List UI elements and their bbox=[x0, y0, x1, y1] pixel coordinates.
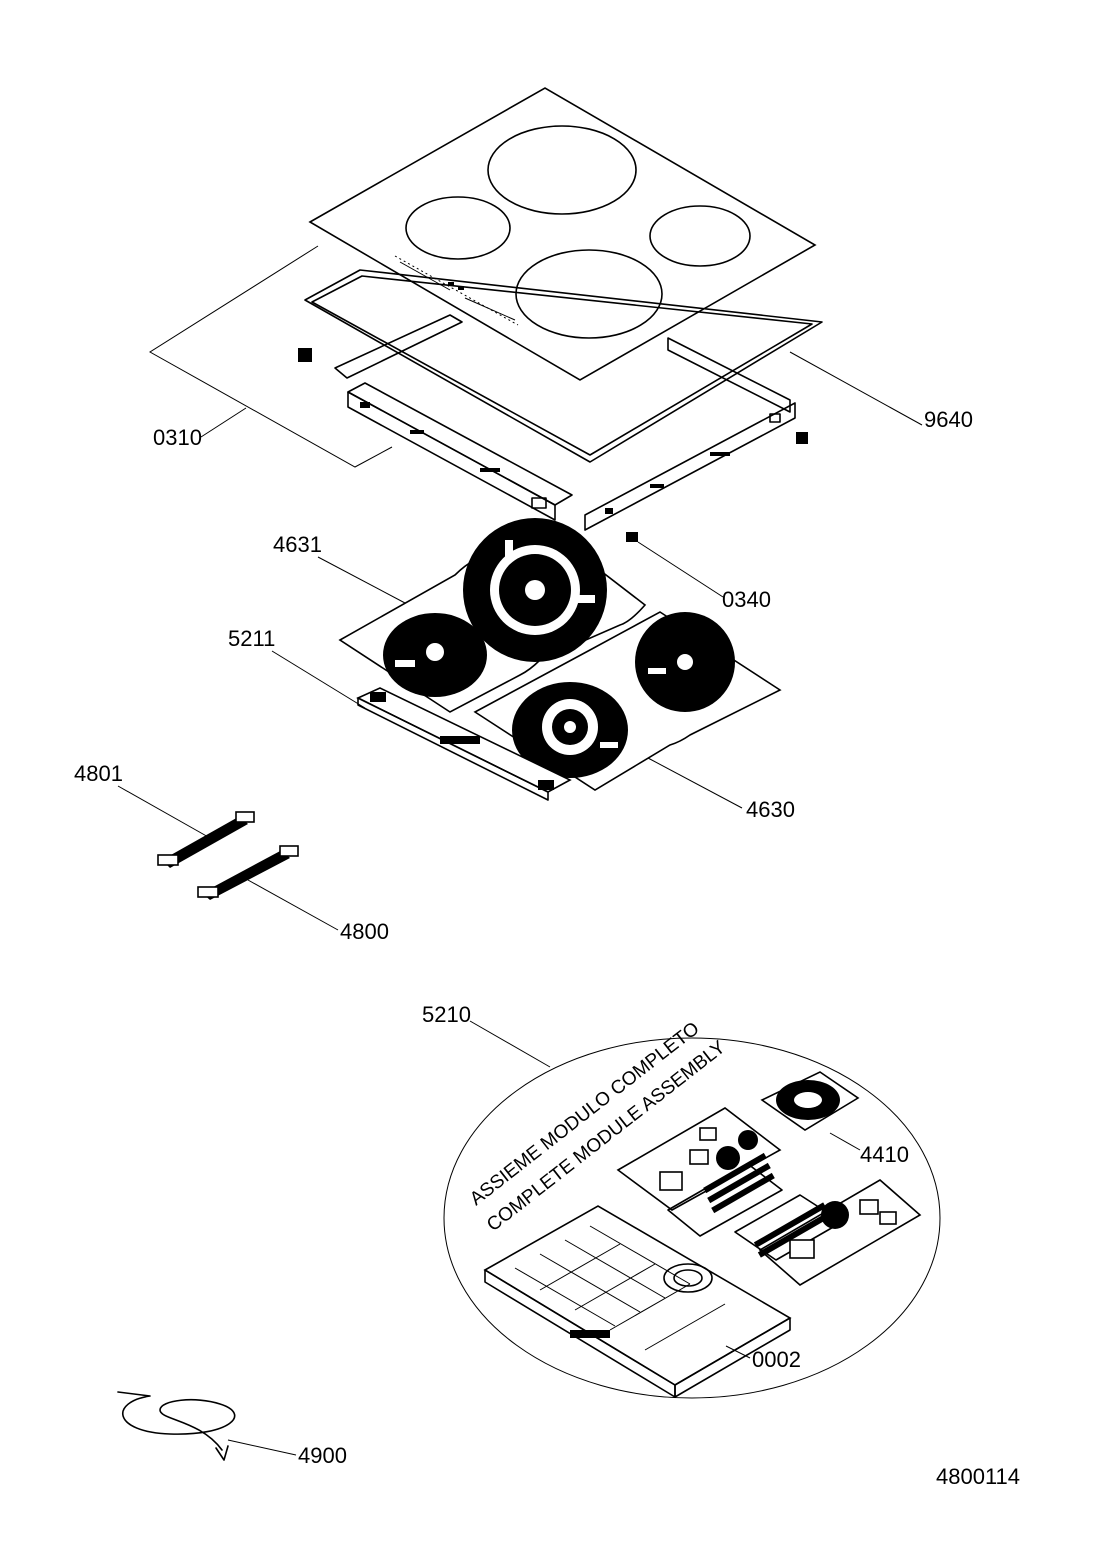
power-board-right bbox=[734, 1179, 922, 1286]
label-5210: 5210 bbox=[422, 1002, 471, 1027]
bottom-housing bbox=[483, 1205, 792, 1398]
side-bracket-right bbox=[584, 337, 796, 531]
power-cable bbox=[117, 1391, 236, 1461]
label-0310: 0310 bbox=[153, 425, 202, 450]
seal-frame bbox=[304, 269, 823, 463]
drawing-number: 4800114 bbox=[936, 1464, 1020, 1489]
fixing-clips bbox=[298, 348, 808, 542]
user-interface-board bbox=[356, 687, 572, 801]
label-0340: 0340 bbox=[722, 587, 771, 612]
assembly-caption: ASSIEME MODULO COMPLETO COMPLETE MODULE … bbox=[466, 1018, 730, 1236]
glass-cooktop bbox=[308, 87, 817, 381]
side-bracket-left bbox=[334, 314, 573, 521]
flat-cable-4801 bbox=[157, 811, 255, 868]
gasket-outline bbox=[149, 245, 393, 468]
label-4801: 4801 bbox=[74, 761, 123, 786]
touch-control-markings bbox=[394, 255, 519, 326]
power-board-left bbox=[616, 1107, 783, 1237]
label-9640: 9640 bbox=[924, 407, 973, 432]
coil-plate-upper bbox=[338, 518, 647, 713]
label-4631: 4631 bbox=[273, 532, 322, 557]
label-4410: 4410 bbox=[860, 1142, 909, 1167]
part-labels: 0310 9640 4631 0340 5211 4801 4630 4800 … bbox=[74, 407, 973, 1468]
label-4800: 4800 bbox=[340, 919, 389, 944]
coil-plate-lower bbox=[473, 611, 782, 791]
label-0002: 0002 bbox=[752, 1347, 801, 1372]
label-5211: 5211 bbox=[228, 626, 275, 651]
label-4900: 4900 bbox=[298, 1443, 347, 1468]
label-4630: 4630 bbox=[746, 797, 795, 822]
leader-lines bbox=[117, 351, 923, 1456]
cooling-fan bbox=[760, 1071, 860, 1131]
flat-cable-4800 bbox=[197, 845, 299, 900]
module-assembly-ellipse bbox=[443, 1037, 941, 1399]
